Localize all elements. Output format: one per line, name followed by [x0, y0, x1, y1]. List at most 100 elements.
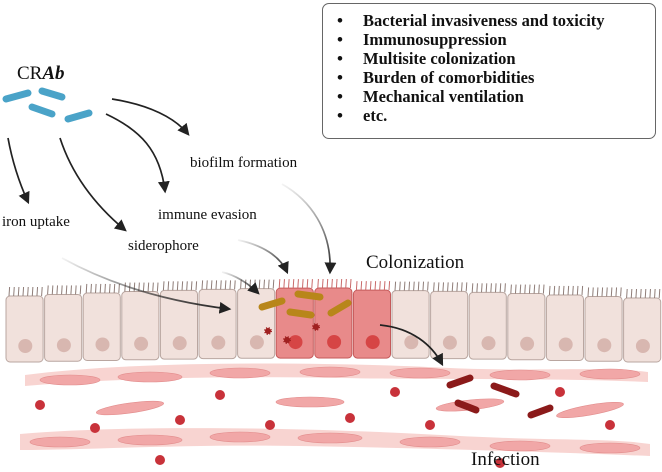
cilium: [538, 284, 540, 294]
epithelial-cell: [44, 293, 83, 362]
cilium: [658, 288, 661, 299]
cilium: [201, 280, 204, 290]
cilium: [17, 286, 20, 297]
colonizing-bacteria: [258, 290, 352, 319]
infected-cell: [352, 289, 391, 359]
cilium: [95, 283, 97, 293]
pathogen-italic: Ab: [42, 63, 65, 84]
toxin-particle: [264, 327, 272, 335]
cilium: [8, 286, 11, 297]
cilium: [210, 280, 213, 290]
cilium: [172, 281, 174, 291]
cell-nucleus: [134, 336, 149, 351]
cilium: [13, 286, 15, 297]
cilium: [399, 281, 401, 291]
cell-nucleus: [404, 335, 419, 350]
cilium: [206, 280, 208, 290]
cilium: [456, 282, 458, 292]
cilium: [90, 283, 92, 293]
cilium: [365, 281, 367, 291]
epithelial-cell: [584, 295, 623, 362]
cilium: [156, 282, 159, 292]
cilium: [601, 287, 604, 297]
cilium: [615, 287, 618, 297]
cilium: [504, 283, 506, 293]
cilium: [461, 282, 463, 292]
cilium: [75, 285, 77, 295]
cilium: [494, 283, 497, 293]
label-immune-evasion: immune evasion: [158, 207, 257, 223]
cilium: [572, 285, 574, 295]
cell-nucleus: [172, 336, 187, 351]
cilium: [244, 279, 247, 289]
cilium: [104, 283, 106, 293]
label-iron-uptake: iron uptake: [2, 214, 70, 230]
cilium: [268, 279, 270, 289]
cilium: [437, 282, 440, 292]
cell-nucleus: [365, 335, 380, 350]
cilium: [65, 285, 68, 295]
cilium: [263, 279, 265, 289]
cilium: [581, 285, 584, 295]
cilium: [152, 282, 154, 292]
cilium: [108, 283, 111, 293]
cilium: [56, 285, 59, 295]
cilium: [514, 284, 517, 294]
cell-nucleus: [95, 337, 110, 352]
epithelial-cell: [5, 295, 44, 363]
cilium: [635, 288, 638, 299]
cilium: [427, 281, 429, 291]
cilium: [181, 281, 184, 291]
risk-factor-item: etc.: [337, 106, 645, 125]
cell-nucleus: [635, 339, 650, 353]
epithelial-cell: [82, 292, 121, 361]
cilium: [317, 278, 319, 289]
cilium: [369, 281, 372, 291]
cell-nucleus: [211, 335, 226, 350]
cilium: [626, 288, 628, 299]
cilium: [640, 288, 642, 299]
cilium: [528, 284, 531, 294]
cilium: [413, 281, 415, 291]
cilium: [499, 283, 502, 293]
cilium: [481, 283, 483, 293]
cilium: [176, 281, 179, 291]
cilium: [345, 278, 347, 289]
cilium: [587, 287, 590, 297]
cilium: [99, 283, 102, 293]
cilium: [41, 286, 43, 297]
stage-infection: Infection: [471, 449, 540, 470]
cilium: [79, 285, 82, 295]
cilium: [311, 279, 313, 289]
cilium: [620, 287, 622, 297]
cilium: [326, 278, 329, 289]
cilium: [240, 279, 242, 289]
cilium: [272, 279, 275, 289]
cilium: [70, 285, 72, 295]
risk-factors-box: Bacterial invasiveness and toxicity Immu…: [322, 3, 656, 139]
cilium: [113, 283, 116, 293]
cilium: [292, 279, 295, 289]
cilium: [383, 281, 386, 291]
cilium: [533, 284, 536, 294]
cilium: [562, 285, 565, 295]
crab-bacteria: [2, 87, 93, 123]
epithelial-cell: [623, 297, 662, 363]
cilium: [278, 279, 281, 289]
cilium: [31, 286, 34, 297]
epithelial-cell: [391, 290, 430, 359]
cilium: [360, 281, 363, 291]
cilium: [85, 283, 88, 293]
cilium: [610, 287, 613, 297]
pathogen-prefix: CR: [17, 63, 43, 84]
pathogen-label: CRAb: [17, 63, 65, 85]
cilium: [36, 286, 39, 297]
label-biofilm-formation: biofilm formation: [190, 155, 298, 171]
cilium: [51, 285, 54, 295]
cilium: [162, 281, 165, 291]
epithelial-cell: [159, 289, 198, 360]
cell-nucleus: [481, 336, 496, 351]
tissue-layer: [20, 363, 650, 456]
cilium: [476, 283, 478, 293]
